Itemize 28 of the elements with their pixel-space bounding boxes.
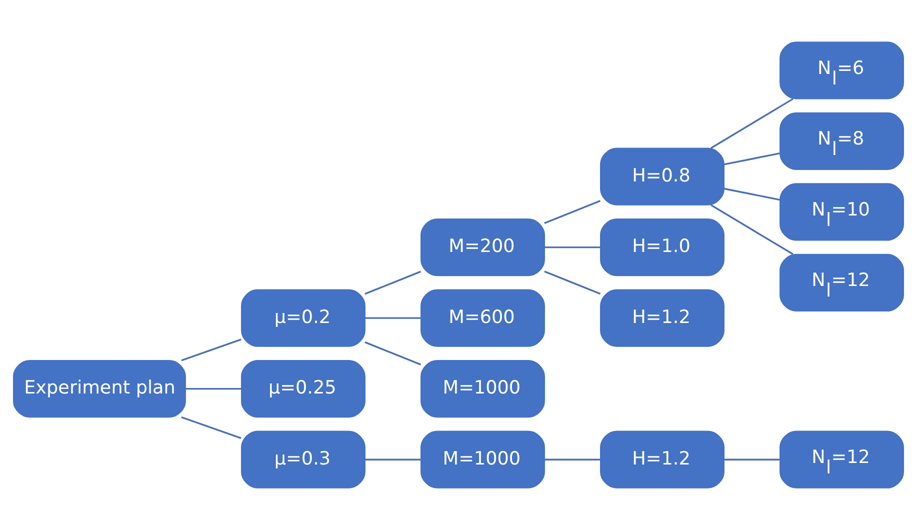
node-box: μ=0.3	[240, 430, 366, 488]
node-box: μ=0.2	[240, 288, 366, 346]
connector	[724, 458, 780, 460]
connector	[544, 458, 600, 460]
node-box: M=1000	[420, 360, 545, 418]
connector	[181, 416, 242, 438]
connector	[724, 152, 780, 165]
connector	[724, 187, 780, 200]
connector	[364, 458, 421, 460]
connector	[710, 98, 794, 148]
connector	[710, 204, 794, 254]
connector	[544, 270, 601, 294]
node-box: H=0.8	[600, 147, 724, 205]
node-box: H=1.2	[600, 288, 724, 346]
connector	[181, 338, 242, 361]
node-box: H=1.0	[600, 218, 724, 276]
node-box: H=1.2	[600, 430, 724, 488]
connector	[186, 387, 242, 390]
connector	[364, 340, 422, 365]
node-box: M=200	[420, 218, 545, 276]
connector	[364, 316, 421, 318]
connector	[544, 200, 601, 224]
node-box: M=600	[420, 288, 545, 346]
node-box: μ=0.25	[240, 360, 366, 418]
connector	[364, 270, 422, 294]
node-box: Experiment plan	[12, 360, 186, 418]
connector	[544, 246, 600, 248]
node-box: M=1000	[420, 430, 545, 488]
